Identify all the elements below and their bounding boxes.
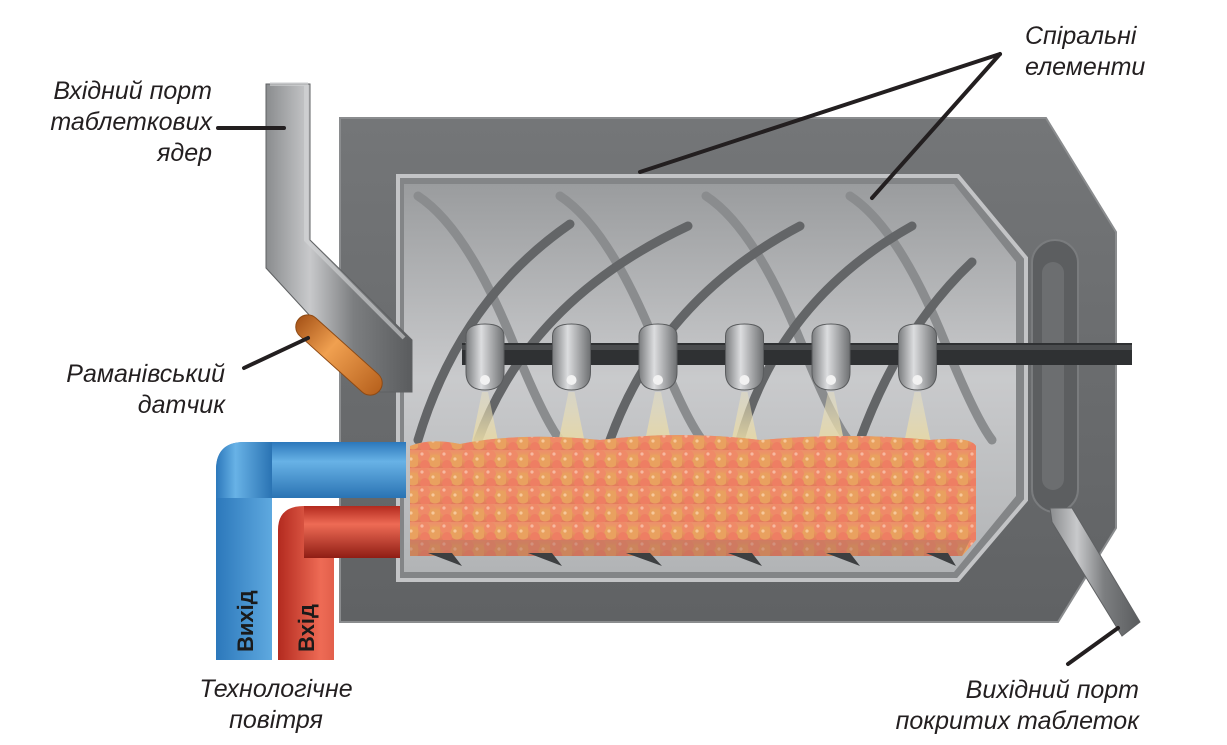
tablet-inlet-pipe — [265, 82, 413, 393]
label-line: Технологічне — [199, 675, 353, 703]
label-line: Спіральні — [1025, 22, 1137, 50]
label-line: повітря — [229, 706, 323, 734]
air-outlet-pipe: Вихід — [216, 442, 406, 660]
air-inlet-label: Вхід — [294, 604, 319, 652]
nozzle-body — [465, 323, 505, 391]
spray-cone — [817, 392, 845, 446]
nozzle-tip — [653, 375, 663, 385]
label-spiral-elements: Спіральні елементи — [1025, 21, 1145, 83]
coated-tablet-outlet-pipe — [1049, 507, 1141, 637]
leader-outlet — [1066, 626, 1120, 666]
label-line: таблеткових — [50, 108, 212, 136]
spray-arm — [462, 343, 1132, 365]
label-process-air: Технологічне повітря — [176, 674, 376, 736]
nozzle-tip — [739, 375, 750, 385]
raman-sensor — [295, 314, 383, 396]
nozzle-body — [725, 323, 764, 391]
spray-cone — [644, 392, 672, 446]
spray-cone — [557, 392, 586, 446]
spray-nozzle — [898, 323, 937, 446]
spray-cone — [903, 392, 932, 446]
label-line: датчик — [137, 391, 225, 419]
nozzle-body — [811, 323, 851, 391]
tablet-bed — [410, 435, 976, 556]
drum-baffles — [428, 553, 956, 566]
label-raman-sensor: Раманівський датчик — [66, 359, 225, 421]
nozzle-body — [552, 323, 591, 391]
leader-lines — [216, 52, 1120, 666]
spray-cone — [471, 392, 499, 446]
spray-nozzle — [725, 323, 764, 446]
nozzle-tip — [480, 375, 490, 385]
label-coated-outlet: Вихідний порт покритих таблеток — [896, 675, 1139, 737]
spray-nozzle — [811, 323, 851, 446]
label-line: Вхідний порт — [53, 77, 212, 105]
air-outlet-label: Вихід — [233, 590, 258, 652]
label-tablet-inlet: Вхідний порт таблеткових ядер — [50, 76, 212, 169]
label-line: покритих таблеток — [895, 707, 1139, 735]
nozzle-body — [898, 323, 937, 391]
spray-nozzle — [465, 323, 505, 446]
drum-end-cap — [1031, 239, 1079, 513]
nozzle-tip — [566, 375, 577, 385]
label-line: елементи — [1025, 53, 1146, 81]
leader-spiral-1 — [638, 52, 1002, 174]
leader-raman — [242, 336, 310, 370]
spray-nozzle — [552, 323, 591, 446]
nozzle-tip — [826, 375, 836, 385]
label-line: Раманівський — [66, 360, 225, 388]
leader-spiral-2 — [870, 52, 1002, 200]
spray-cone — [730, 392, 759, 446]
spray-nozzles — [465, 323, 937, 446]
spray-nozzle — [638, 323, 678, 446]
air-inlet-pipe: Вхід — [278, 506, 400, 660]
nozzle-tip — [912, 375, 923, 385]
nozzle-body — [638, 323, 678, 391]
label-line: ядер — [157, 139, 212, 167]
label-line: Вихідний порт — [965, 676, 1139, 704]
